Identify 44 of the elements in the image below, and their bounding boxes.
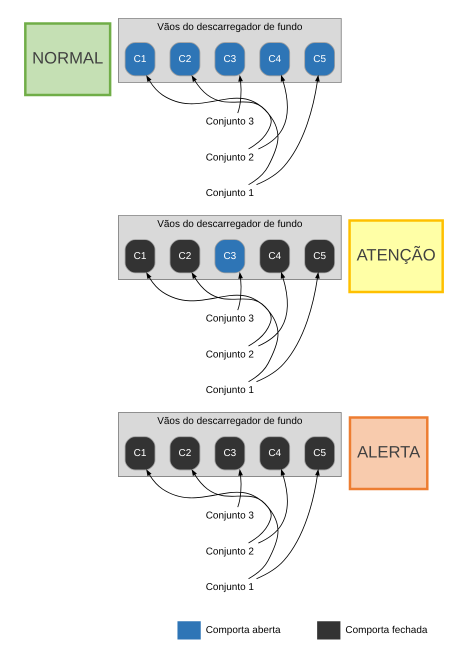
node-box: C4 <box>259 436 290 470</box>
node-box: C5 <box>304 42 336 76</box>
node-text: Conjunto 3 <box>206 116 254 128</box>
arrow <box>258 272 288 346</box>
legend-label: Comporta fechada <box>345 624 428 636</box>
node-box: C5 <box>304 239 336 274</box>
node-text: Conjunto 1 <box>206 582 254 594</box>
node-box: C1 <box>124 42 156 76</box>
node-text: Conjunto 2 <box>206 349 254 360</box>
node-box: C3 <box>214 239 246 274</box>
arrow <box>146 272 278 382</box>
node-box: C5 <box>304 436 336 470</box>
node-text: Conjunto 2 <box>206 152 254 164</box>
node-box: C3 <box>214 42 246 76</box>
node-box: C3 <box>214 436 246 470</box>
node-box: C1 <box>124 436 156 470</box>
node-text: Conjunto 1 <box>206 188 254 200</box>
legend-label: Comporta aberta <box>206 624 281 636</box>
node-text: Conjunto 3 <box>206 510 254 522</box>
arrow <box>256 74 320 186</box>
arrow <box>258 468 288 544</box>
node-text: Conjunto 1 <box>206 385 254 396</box>
arrow <box>237 272 243 311</box>
node-box: C2 <box>170 436 200 470</box>
arrow <box>192 469 272 544</box>
arrow <box>192 272 272 346</box>
node-box: C4 <box>259 239 290 274</box>
node-box: C2 <box>170 239 200 274</box>
arrow <box>146 75 278 186</box>
node-box: C2 <box>170 42 200 76</box>
node-box: C4 <box>259 42 290 76</box>
node-text: Conjunto 2 <box>206 546 254 558</box>
node-box: ALERTA <box>348 416 429 490</box>
node-box: ATENÇÃO <box>348 219 444 294</box>
arrow <box>192 75 272 150</box>
arrow <box>237 468 243 508</box>
node-box: C1 <box>124 239 156 274</box>
arrow <box>237 74 243 114</box>
arrow <box>258 74 288 150</box>
arrow <box>256 468 320 580</box>
node-text: Conjunto 3 <box>206 314 254 325</box>
node-box: NORMAL <box>24 22 112 96</box>
arrow <box>146 469 278 580</box>
arrow <box>256 272 320 382</box>
